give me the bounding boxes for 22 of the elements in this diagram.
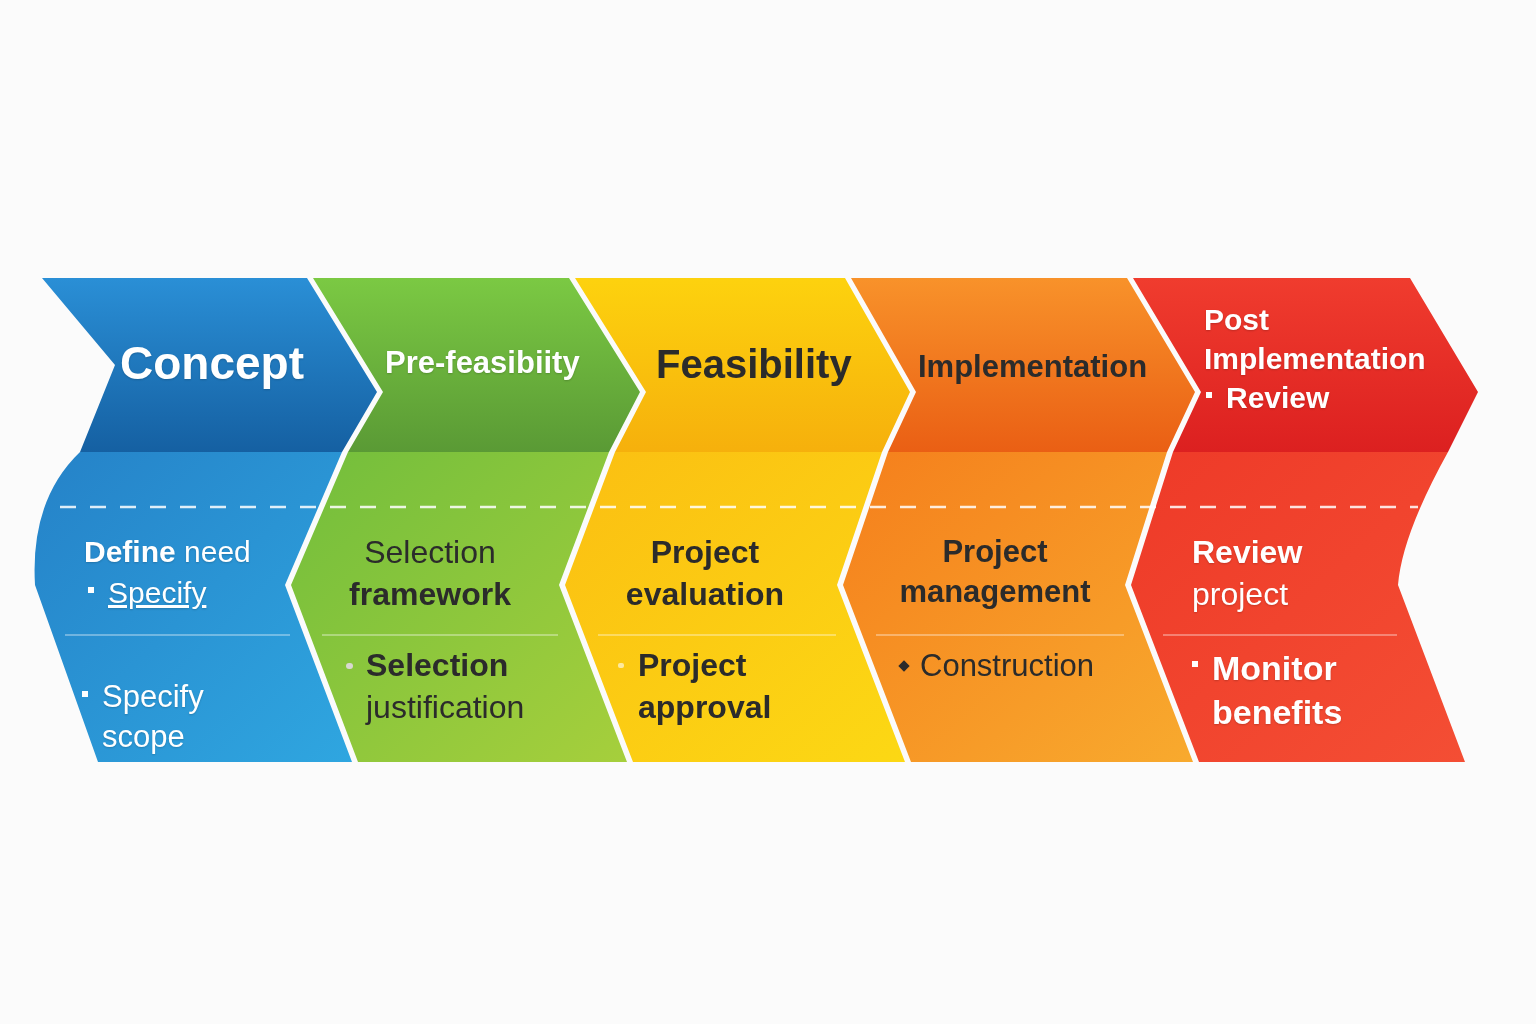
task-panel <box>843 452 1193 762</box>
task-text: Construction <box>900 646 1160 687</box>
stage-title: Post Implementation <box>1204 302 1427 377</box>
task-text: Specify scope <box>82 677 252 758</box>
stage-header-panel <box>42 278 377 452</box>
stage-header-panel <box>851 278 1195 452</box>
task-text: Monitor benefits <box>1192 646 1412 735</box>
stage-title: Pre-feasibiity <box>385 344 581 382</box>
stage-title: Feasibility <box>656 341 853 388</box>
task-text: Project evaluation <box>624 533 786 614</box>
task-panel <box>1131 452 1465 762</box>
task-panel <box>291 452 627 762</box>
task-text: Selection justification <box>346 645 596 729</box>
task-text: Project management <box>898 533 1092 612</box>
stage-title: Concept <box>120 336 305 391</box>
stage-title: Review <box>1206 378 1426 417</box>
task-text: Selection framework <box>348 533 512 614</box>
stage-title: Implementation <box>918 348 1149 386</box>
task-text: Project approval <box>618 645 838 729</box>
stage-header-panel <box>313 278 640 452</box>
task-text: Define need <box>84 534 252 570</box>
task-text: Review project <box>1192 533 1304 614</box>
